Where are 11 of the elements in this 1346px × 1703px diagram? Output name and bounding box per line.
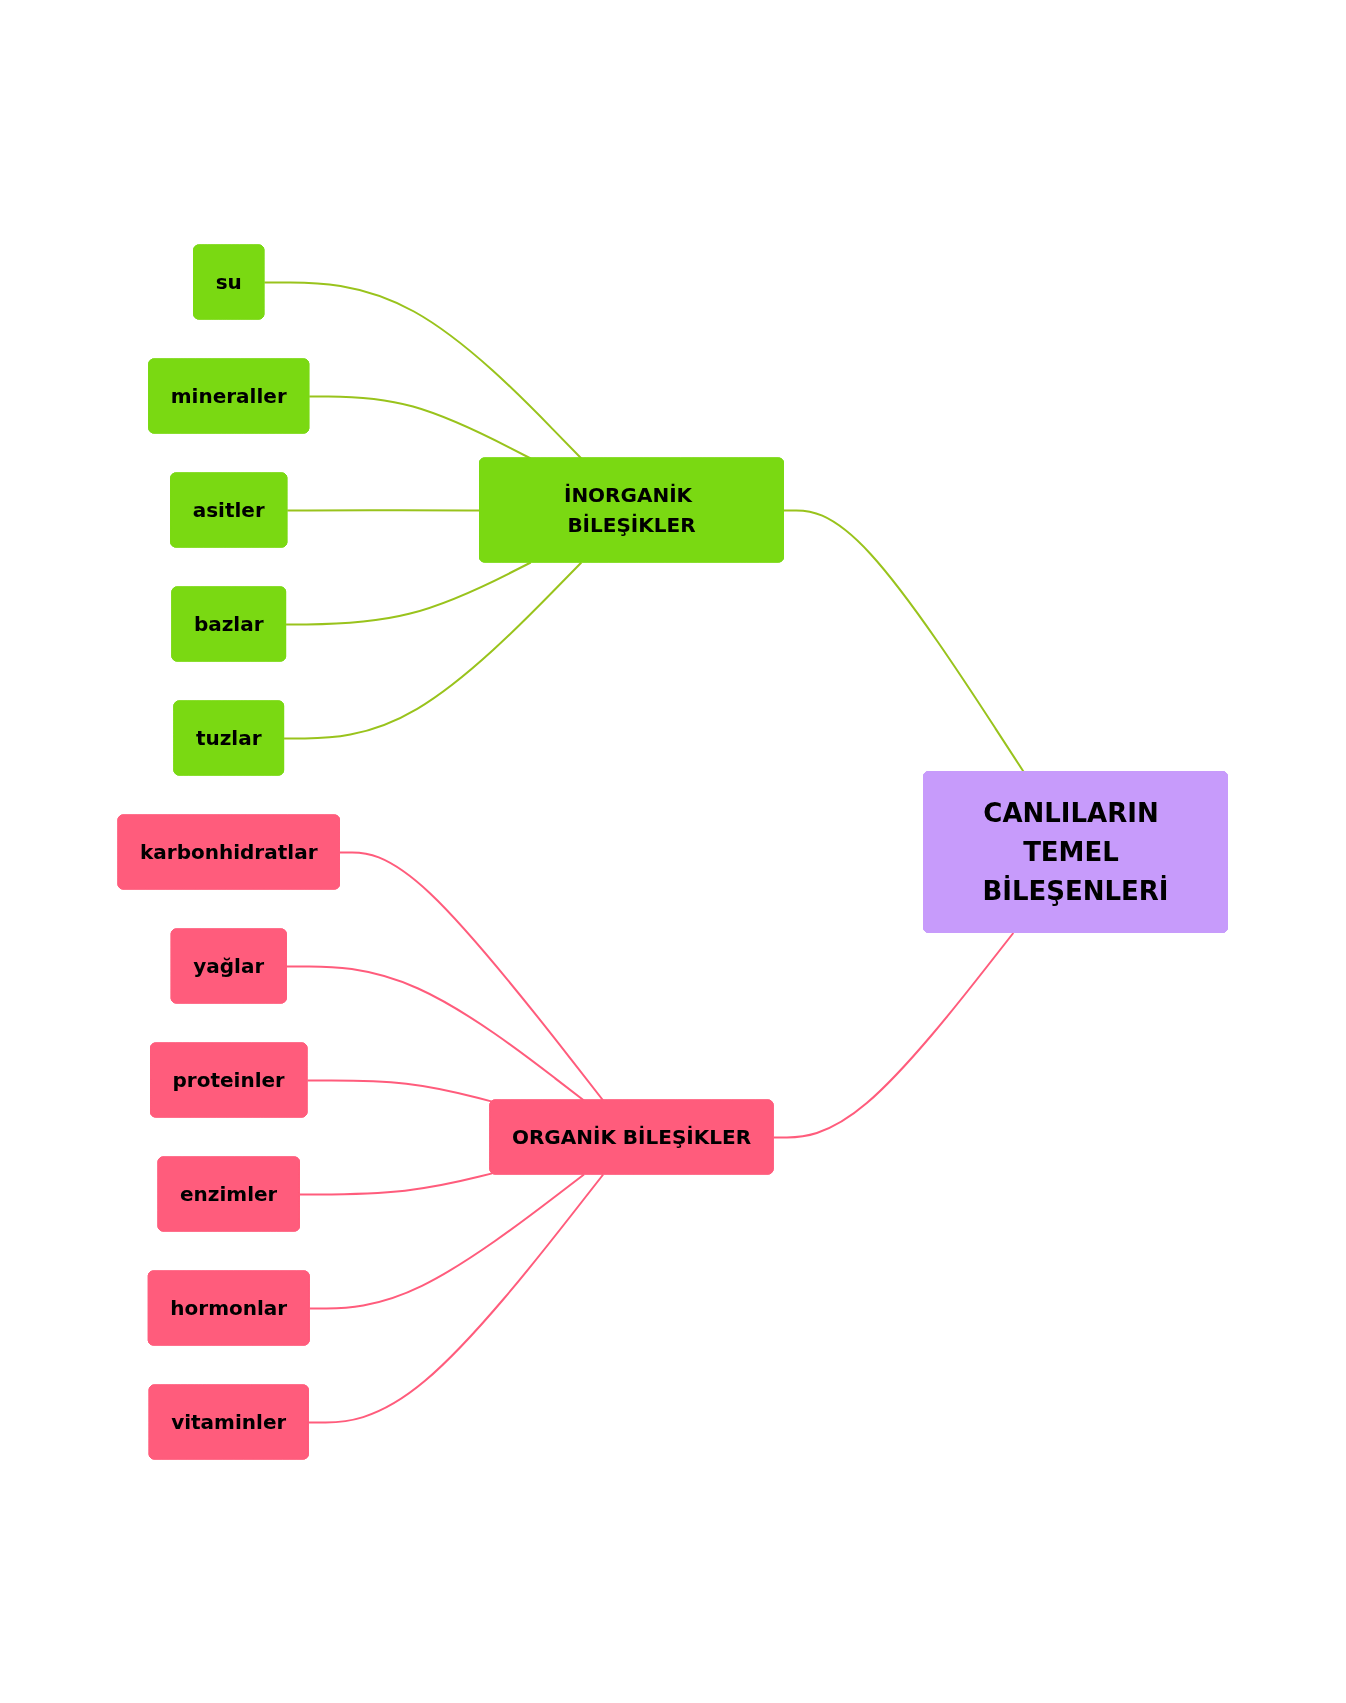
- connector: [783, 508, 1025, 773]
- connector: [308, 1173, 586, 1309]
- connector: [263, 280, 583, 459]
- connector: [286, 964, 586, 1101]
- connector: [339, 850, 605, 1101]
- connector: [308, 1173, 605, 1423]
- connector: [283, 561, 583, 739]
- connector: [285, 561, 532, 625]
- connector: [306, 1078, 494, 1103]
- connector: [299, 1171, 494, 1195]
- connector: [772, 931, 1015, 1138]
